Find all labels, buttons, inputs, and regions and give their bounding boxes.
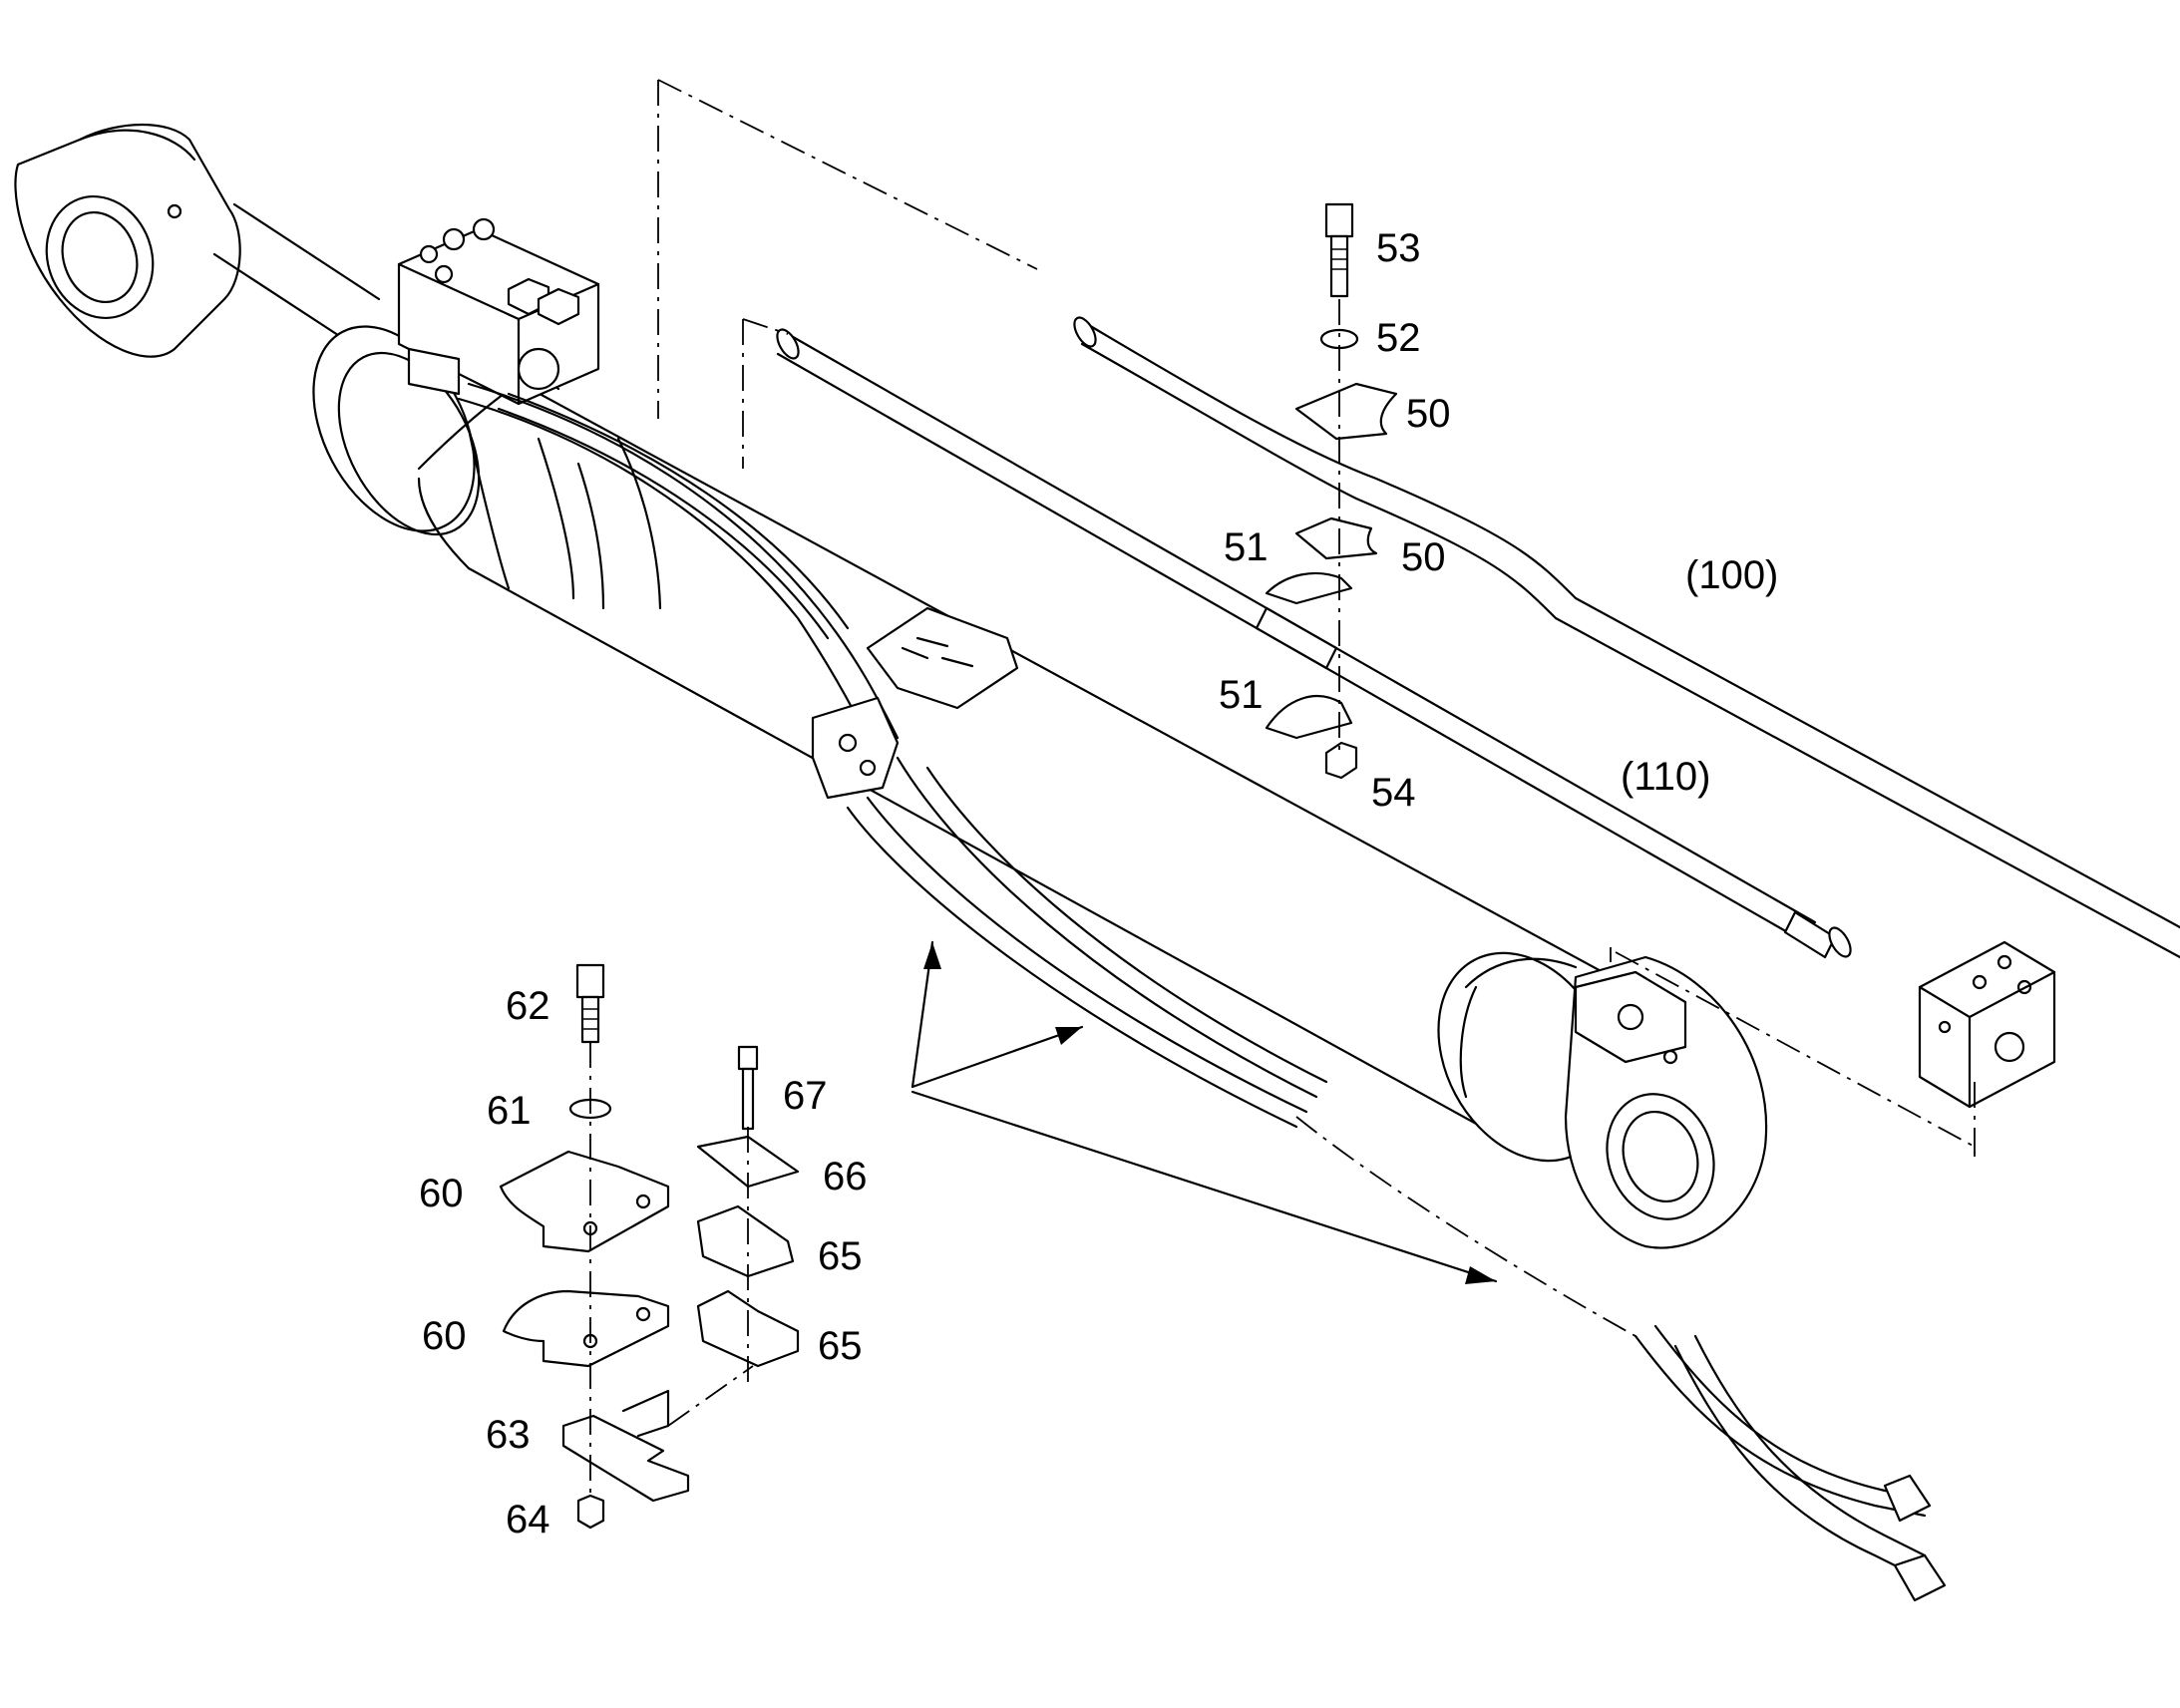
callout-66: 66 <box>823 1155 868 1198</box>
pipe-110 <box>776 328 1852 959</box>
callout-67: 67 <box>783 1074 828 1118</box>
valve-block <box>397 217 600 406</box>
callout-60-lower: 60 <box>422 1314 467 1358</box>
end-fitting-block <box>1918 940 2056 1109</box>
callout-53: 53 <box>1376 226 1421 270</box>
clamp-50-lower <box>1294 516 1378 560</box>
callout-60-upper: 60 <box>419 1172 464 1215</box>
callout-100: (100) <box>1685 553 1778 597</box>
callout-65-upper: 65 <box>818 1234 863 1278</box>
pipe-100 <box>1073 316 2180 959</box>
piston-rod <box>212 202 381 341</box>
callout-51-upper: 51 <box>1224 525 1269 569</box>
bolt-62 <box>575 963 605 1044</box>
hose-bundle <box>846 806 1298 1129</box>
callout-61: 61 <box>487 1089 532 1133</box>
callout-54: 54 <box>1371 771 1416 815</box>
cylinder-barrel <box>437 337 1687 1159</box>
callout-50-lower: 50 <box>1401 535 1446 579</box>
callout-50-upper: 50 <box>1406 392 1451 436</box>
callout-51-lower: 51 <box>1219 673 1264 717</box>
callout-62: 62 <box>506 984 550 1028</box>
nut-54 <box>1324 741 1358 780</box>
clamp-51-upper <box>1265 571 1353 605</box>
nut-64 <box>576 1494 605 1530</box>
hydraulic-hose <box>457 397 880 760</box>
clamp-50-upper <box>1294 382 1398 441</box>
callout-63: 63 <box>486 1413 531 1457</box>
clamp-51-lower <box>1265 695 1353 740</box>
callout-65-lower: 65 <box>818 1324 863 1368</box>
hose-ends <box>1634 1324 1947 1602</box>
callout-52: 52 <box>1376 316 1421 360</box>
clamp-60-upper <box>499 1150 670 1253</box>
bolt-67 <box>737 1045 759 1131</box>
bolt-53 <box>1324 202 1354 298</box>
callout-labels: 53 52 50 51 50 (100) 51 (110) 54 62 61 6… <box>419 226 1778 1541</box>
plate-63 <box>561 1414 690 1503</box>
block-65-upper <box>696 1204 795 1278</box>
hydraulic-cylinder <box>14 123 1768 1249</box>
callout-64: 64 <box>506 1498 550 1541</box>
clamp-60-lower <box>502 1289 670 1368</box>
callout-110: (110) <box>1621 755 1710 799</box>
reference-arrows <box>910 940 1498 1284</box>
